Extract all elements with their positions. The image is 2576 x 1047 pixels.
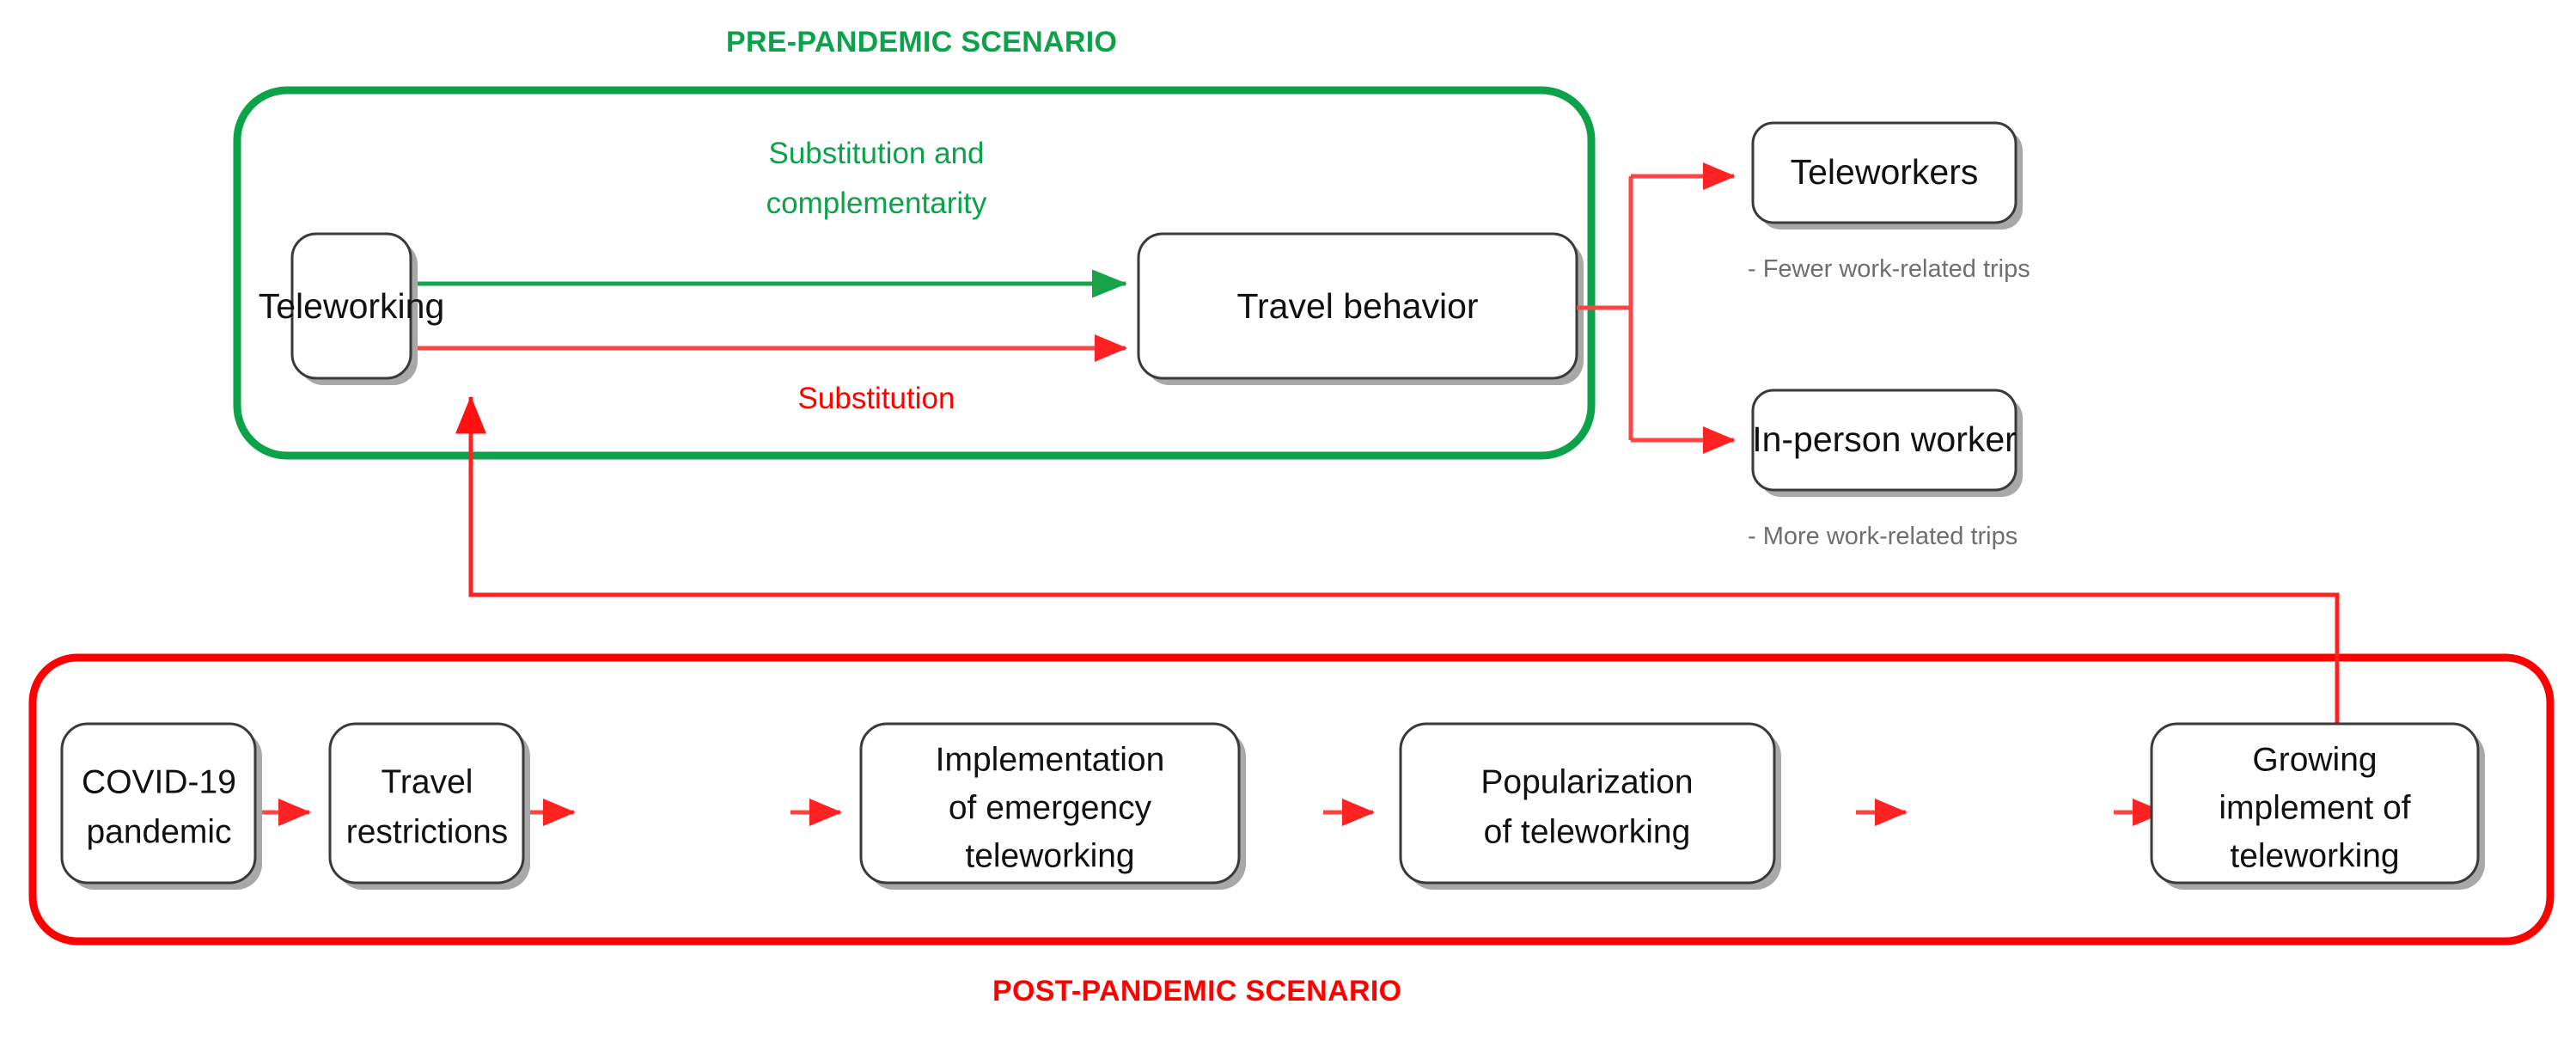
implementation-of-emergency-teleworking-label: Implementation	[936, 741, 1165, 778]
covid-19-pandemic-box[interactable]	[60, 722, 257, 885]
edge-label-substitution: Substitution	[798, 382, 955, 415]
implementation-of-emergency-teleworking-label-2: of emergency	[949, 789, 1152, 826]
implementation-of-emergency-teleworking-box[interactable]	[859, 722, 1241, 885]
pre-pandemic-container	[233, 86, 1596, 460]
pre-pandemic-title: PRE-PANDEMIC SCENARIO	[726, 26, 1117, 58]
teleworking-box[interactable]	[290, 232, 412, 380]
growing-implement-of-teleworking-label-3: teleworking	[2230, 837, 2399, 874]
in-person-worker-label: In-person worker	[1752, 419, 2017, 459]
growing-implement-of-teleworking-label: Growing	[2252, 741, 2377, 778]
growing-implement-of-teleworking-box[interactable]	[2150, 722, 2480, 885]
in-person-worker-note: - More work-related trips	[1748, 523, 2017, 550]
teleworking-label: Teleworking	[259, 286, 445, 326]
travel-restrictions-label-2: restrictions	[346, 813, 509, 850]
edge-label-substitution-complementarity-line1: Substitution and	[768, 137, 984, 170]
covid-19-pandemic-label-2: pandemic	[86, 813, 231, 850]
growing-implement-of-teleworking-label-2: implement of	[2219, 789, 2410, 826]
feedback-loop-path	[455, 395, 2340, 724]
in-person-worker-box[interactable]	[1751, 389, 2017, 492]
travel-behavior-label: Travel behavior	[1236, 286, 1478, 326]
edge-label-substitution-complementarity-line2: complementarity	[766, 187, 987, 220]
post-pandemic-container	[28, 653, 2555, 946]
implementation-of-emergency-teleworking-label-3: teleworking	[965, 837, 1134, 874]
teleworkers-label: Teleworkers	[1791, 152, 1979, 192]
popularization-of-teleworking-label: Popularization	[1480, 763, 1693, 800]
travel-restrictions-box[interactable]	[328, 722, 525, 885]
teleworkers-box[interactable]	[1751, 121, 2017, 224]
popularization-of-teleworking-box[interactable]	[1399, 722, 1776, 885]
popularization-of-teleworking-label-2: of teleworking	[1484, 813, 1691, 850]
post-pandemic-title: POST-PANDEMIC SCENARIO	[992, 975, 1401, 1007]
covid-19-pandemic-label: COVID-19	[82, 763, 236, 800]
teleworkers-note: - Fewer work-related trips	[1748, 255, 2030, 283]
travel-restrictions-label: Travel	[382, 763, 473, 800]
